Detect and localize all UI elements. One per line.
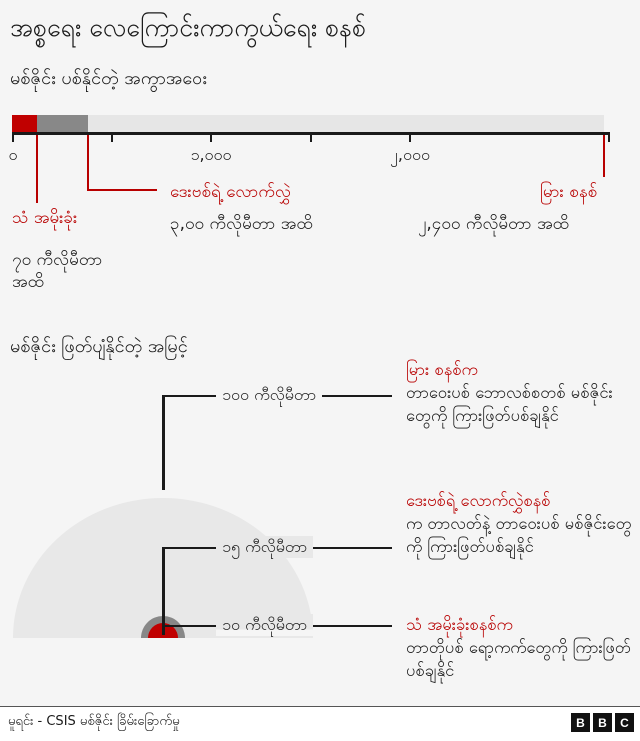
- arrow-description: မြား စနစ်က တာဝေးပစ် ဘောလစ်စတစ် မစ်ဇိုင်း…: [406, 358, 634, 427]
- bbc-logo: B B C: [571, 713, 634, 732]
- altitude-15-connector-v: [162, 547, 165, 635]
- arrow-leader: [603, 135, 605, 177]
- iron-dome-label: သံ အမိုးခုံး: [12, 208, 78, 228]
- chart-title: အစ္စရေး လေကြောင်းကာကွယ်ရေး စနစ်: [10, 13, 367, 42]
- iron-dome-range-line2: အထိ: [12, 272, 45, 292]
- axis-tick-label: ၂,၀၀၀: [390, 145, 430, 164]
- arrow-range: ၂,၄၀၀ ကီလိုမီတာ အထိ: [418, 214, 570, 234]
- footer: [0, 706, 640, 741]
- davids-sling-leader-h: [87, 189, 157, 191]
- axis-tick-label: ၁,၀၀၀: [190, 145, 232, 164]
- chart-subtitle: မစ်ဇိုင်း ပစ်နိုင်တဲ့ အကွာအဝေး: [10, 68, 207, 89]
- axis-tick: [210, 132, 212, 142]
- iron-dome-description: သံ အမိုးခုံးစနစ်က တာတိုပစ် ရော့ကက်တွေကို…: [406, 613, 634, 682]
- arrow-system-name: မြား စနစ်က: [406, 360, 478, 379]
- axis-tick: [12, 132, 14, 142]
- altitude-10-label: ၁၀ ကီလိုမီတာ: [216, 614, 314, 636]
- bbc-logo-letter: B: [571, 713, 590, 732]
- bbc-logo-letter: B: [593, 713, 612, 732]
- iron-dome-system-text: တာတိုပစ် ရော့ကက်တွေကို ကြားဖြတ်ပစ်ချနိုင…: [406, 638, 631, 680]
- iron-dome-leader: [36, 135, 38, 203]
- axis-tick: [409, 132, 411, 142]
- range-bar-iron-dome: [12, 115, 37, 133]
- davids-sling-system-text: က တာလတ်နဲ့ တာဝေးပစ် မစ်ဇိုင်းတွေကို ကြား…: [406, 514, 632, 556]
- range-bar-davids-sling: [37, 115, 88, 133]
- altitude-100-connector-v: [162, 395, 165, 490]
- source-note: မူရင်း - CSIS မစ်ဇိုင်း ခြိမ်းခြောက်မှု: [8, 714, 180, 729]
- altitude-heading: မစ်ဇိုင်း ဖြတ်ပျံနိုင်တဲ့ အမြင့်: [10, 336, 188, 357]
- axis-tick-label: ၀: [8, 145, 18, 164]
- altitude-100-label: ၁၀၀ ကီလိုမီတာ: [216, 384, 323, 406]
- altitude-15-label: ၁၅ ကီလိုမီတာ: [216, 536, 314, 558]
- arrow-system-text: တာဝေးပစ် ဘောလစ်စတစ် မစ်ဇိုင်းတွေကို ကြား…: [406, 383, 613, 425]
- bbc-logo-letter: C: [615, 713, 634, 732]
- davids-sling-label: ဒေးဗစ်ရဲ့ လောက်လွှဲ: [170, 182, 291, 202]
- davids-sling-leader: [87, 135, 89, 190]
- range-bar-arrow: [12, 115, 604, 133]
- davids-sling-description: ဒေးဗစ်ရဲ့ လောက်လွှဲစနစ် က တာလတ်နဲ့ တာဝေး…: [406, 489, 634, 558]
- iron-dome-range: ၇၀ ကီလိုမီတာ: [12, 250, 103, 270]
- davids-sling-range: ၃,၀၀ ကီလိုမီတာ အထိ: [170, 214, 313, 234]
- axis-tick: [608, 132, 610, 142]
- iron-dome-system-name: သံ အမိုးခုံးစနစ်က: [406, 615, 513, 634]
- davids-sling-system-name: ဒေးဗစ်ရဲ့ လောက်လွှဲစနစ်: [406, 491, 551, 510]
- arrow-label: မြား စနစ်: [540, 182, 598, 202]
- axis-tick: [310, 132, 312, 142]
- axis-tick: [111, 132, 113, 142]
